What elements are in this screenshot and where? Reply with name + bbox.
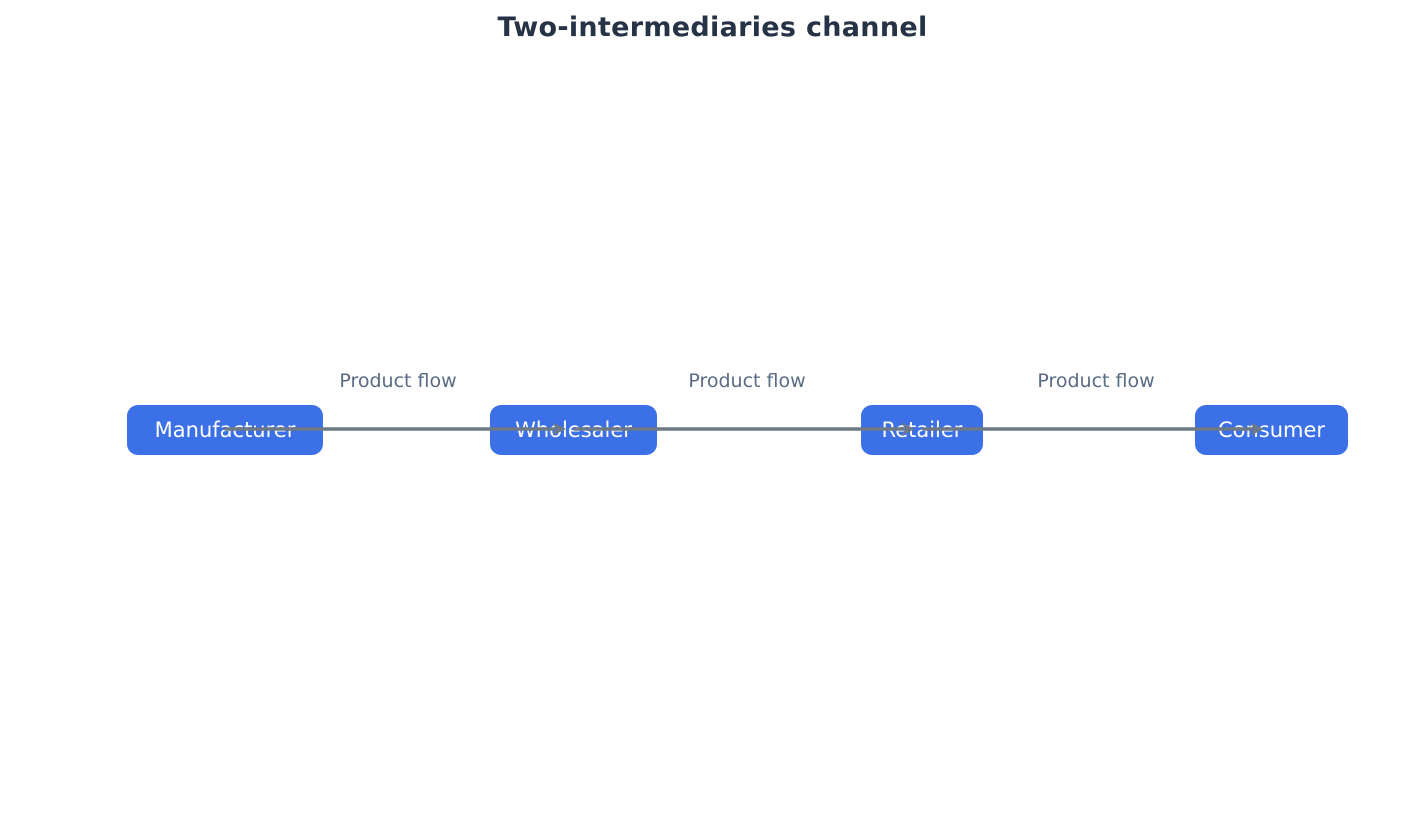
node-retailer-label: Retailer: [881, 418, 963, 442]
node-manufacturer: Manufacturer: [127, 405, 323, 455]
edge-label-manufacturer-wholesaler: Product flow: [339, 370, 457, 392]
node-wholesaler: Wholesaler: [490, 405, 657, 455]
node-manufacturer-label: Manufacturer: [154, 418, 296, 442]
diagram-title: Two-intermediaries channel: [497, 12, 928, 43]
edge-label-retailer-consumer: Product flow: [1037, 370, 1155, 392]
node-wholesaler-label: Wholesaler: [515, 418, 632, 442]
node-consumer-label: Consumer: [1217, 418, 1326, 442]
edge-label-wholesaler-retailer: Product flow: [688, 370, 806, 392]
node-consumer: Consumer: [1195, 405, 1348, 455]
node-retailer: Retailer: [861, 405, 983, 455]
